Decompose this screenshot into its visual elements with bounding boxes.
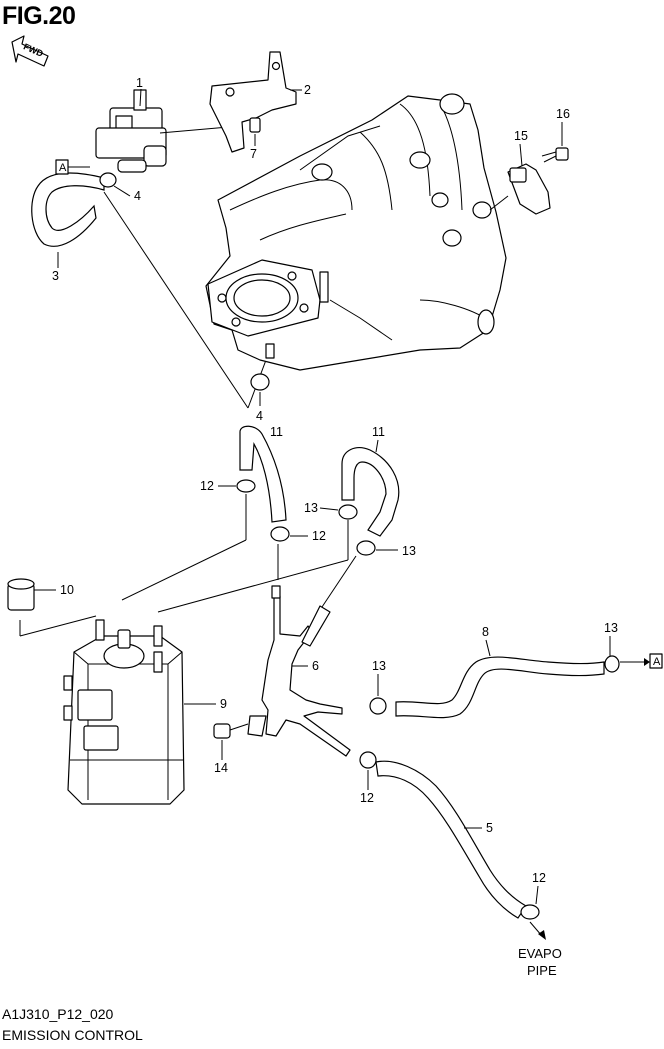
callout-2: 2 (304, 83, 311, 97)
clamp-13-d[interactable] (369, 697, 387, 715)
bracket[interactable] (209, 51, 297, 153)
bolt-5[interactable] (249, 117, 261, 133)
callout-16: 16 (556, 107, 570, 121)
ref-a-top: A (55, 159, 90, 175)
evapo-label-2: PIPE (527, 963, 557, 978)
canister[interactable] (63, 619, 185, 805)
clamp-12-a[interactable] (236, 479, 256, 493)
callout-13d: 13 (372, 659, 386, 673)
callout-12b: 12 (312, 529, 326, 543)
evapo-label-1: EVAPO (518, 946, 562, 961)
bolt-14[interactable] (213, 723, 249, 739)
ref-a-right: A (649, 653, 663, 669)
callout-15: 15 (514, 129, 528, 143)
svg-text:A: A (653, 656, 661, 668)
callout-10: 10 (60, 583, 74, 597)
fwd-arrow-icon: FWD (11, 35, 49, 67)
callout-8: 5 (486, 821, 493, 835)
screw-16[interactable] (541, 147, 569, 163)
clamp-13-b[interactable] (356, 540, 376, 556)
callout-13b: 13 (402, 544, 416, 558)
figure-name: EMISSION CONTROL (2, 1027, 143, 1043)
clamp-12-d[interactable] (520, 904, 540, 920)
intake-manifold (205, 93, 507, 371)
pipe-assembly[interactable] (247, 585, 351, 757)
callout-9: 8 (482, 625, 489, 639)
callout-5: 7 (250, 147, 257, 161)
callout-1: 1 (136, 76, 143, 90)
figure-title: FIG.20 (2, 2, 76, 30)
figure-code: A1J310_P12_020 (2, 1006, 114, 1022)
callout-4b: 4 (256, 409, 263, 423)
hose-9[interactable] (395, 656, 605, 719)
callout-12c: 12 (360, 791, 374, 805)
callout-14: 14 (214, 761, 228, 775)
clamp-12-b[interactable] (270, 526, 290, 542)
callout-13c: 13 (604, 621, 618, 635)
callout-4a: 4 (134, 189, 141, 203)
callout-11b: 11 (372, 425, 385, 439)
purge-valve[interactable] (95, 89, 241, 173)
hose-11-right[interactable] (341, 447, 400, 537)
callout-7: 9 (220, 697, 227, 711)
hose-8[interactable] (375, 760, 527, 919)
clip-4-lower[interactable] (250, 373, 270, 391)
hose-11-left[interactable] (239, 425, 287, 523)
svg-text:A: A (59, 162, 67, 174)
callout-12d: 12 (532, 871, 546, 885)
clamp-13-a[interactable] (338, 504, 358, 520)
clip-4-top[interactable] (99, 172, 117, 188)
map-sensor[interactable] (489, 163, 551, 215)
callout-3: 3 (52, 269, 59, 283)
callout-11a: 11 (270, 425, 283, 439)
callout-12a: 12 (200, 479, 214, 493)
clamp-12-c[interactable] (359, 751, 377, 769)
callout-6: 6 (312, 659, 319, 673)
cap-10[interactable] (7, 578, 35, 611)
hose-3[interactable] (31, 172, 105, 247)
callout-13a: 13 (304, 501, 318, 515)
clamp-13-c[interactable] (604, 655, 620, 673)
